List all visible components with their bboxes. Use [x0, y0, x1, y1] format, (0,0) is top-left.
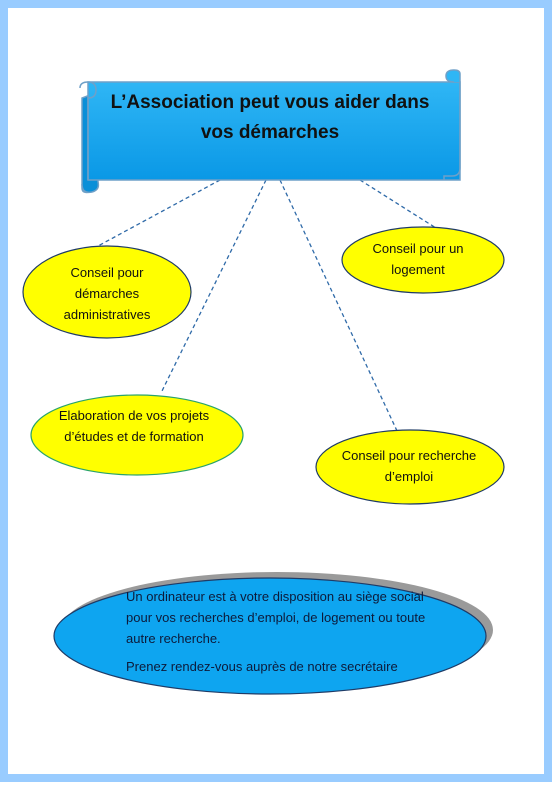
node-etudes: Elaboration de vos projets d’études et d… — [58, 408, 210, 444]
title-scroll-banner — [79, 69, 461, 194]
banner-title: L’Association peut vous aider dans vos d… — [110, 92, 430, 143]
node-emploi-shape — [315, 429, 505, 505]
connector-administratives — [97, 179, 221, 247]
node-administratives-shape — [22, 245, 192, 339]
connector-etudes — [160, 179, 267, 394]
node-logement-shape — [341, 226, 505, 294]
info-line: Un ordinateur est à votre disposition au… — [126, 589, 426, 646]
info-ellipse-shape — [53, 577, 487, 695]
connector-emploi — [279, 179, 399, 434]
connector-logement — [359, 179, 437, 229]
node-etudes-shape — [30, 394, 244, 476]
node-administratives: Conseil pour démarches administratives — [63, 265, 151, 322]
node-emploi: Conseil pour recherche d’emploi — [341, 448, 477, 484]
node-logement: Conseil pour un logement — [372, 241, 464, 277]
info-box: Un ordinateur est à votre disposition au… — [126, 586, 436, 677]
info-note: Prenez rendez-vous auprès de notre secré… — [126, 659, 398, 674]
connectors — [97, 179, 437, 434]
diagram-canvas — [22, 69, 505, 695]
